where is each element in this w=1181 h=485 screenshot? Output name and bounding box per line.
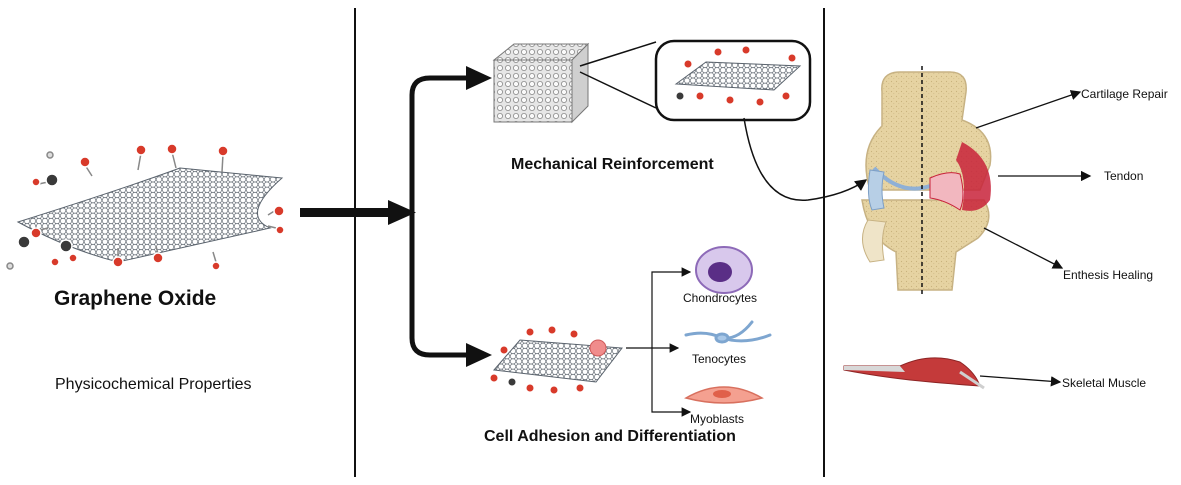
main-arrow [300, 200, 416, 225]
skeletal-muscle-label: Skeletal Muscle [1062, 376, 1147, 390]
application-arrows [975, 90, 1092, 387]
skeletal-muscle [843, 357, 985, 390]
chondrocytes-label: Chondrocytes [683, 291, 758, 305]
zoom-inset [654, 39, 812, 122]
tenocytes-label: Tenocytes [692, 352, 747, 366]
tendon-label: Tendon [1104, 169, 1144, 183]
cell-laden-sheet [490, 326, 623, 394]
chondrocyte-cell [695, 246, 753, 294]
myoblasts-label: Myoblasts [690, 412, 745, 426]
zoom-line-bottom [579, 71, 657, 109]
mechanical-reinforcement-label: Mechanical Reinforcement [511, 156, 714, 173]
graphene-oxide-title: Graphene Oxide [54, 287, 217, 310]
physicochemical-label: Physicochemical Properties [55, 376, 252, 393]
branch-arrows [409, 75, 470, 358]
scaffold-cube [492, 42, 590, 124]
myoblast-cell [684, 386, 764, 404]
arrowhead-bottom [466, 343, 492, 367]
cell-branch-arrows [626, 267, 692, 417]
knee-joint [861, 71, 992, 291]
cartilage-repair-label: Cartilage Repair [1081, 87, 1168, 101]
enthesis-healing-label: Enthesis Healing [1063, 268, 1154, 282]
cell-adhesion-label: Cell Adhesion and Differentiation [484, 428, 736, 445]
oxygen-groups [6, 143, 285, 271]
zoom-line-top [579, 41, 657, 67]
tenocyte-cell [684, 320, 772, 344]
graphene-oxide-sheet [16, 167, 284, 263]
arrowhead-top [466, 66, 492, 90]
curve-arrow-to-joint [743, 117, 868, 201]
